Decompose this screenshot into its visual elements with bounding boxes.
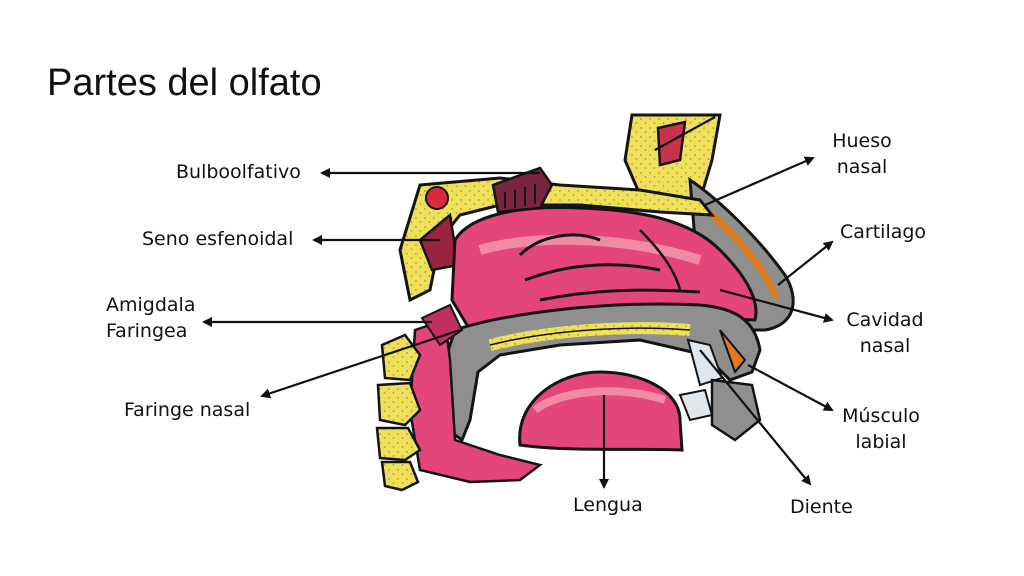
label-amigdala-faringea: Amigdala Faringea (106, 292, 195, 344)
label-cartilago: Cartilago (840, 221, 927, 243)
tongue (518, 370, 684, 452)
cranial-bone (623, 113, 722, 202)
label-hueso-line2: nasal (836, 156, 888, 178)
label-bulbo-olfativo: Bulboolfativo (176, 161, 301, 183)
pharynx (408, 303, 543, 484)
annotation-arrows (202, 116, 834, 489)
hard-palate (443, 302, 762, 443)
label-hueso-line1: Hueso (832, 130, 892, 152)
teeth-and-lip (678, 338, 762, 442)
label-amigdala-line2: Faringea (106, 320, 188, 342)
olfactory-bulb (491, 166, 554, 214)
cervical-vertebrae (375, 333, 422, 492)
label-amigdala-line1: Amigdala (106, 294, 196, 316)
label-musculo-line2: labial (855, 431, 907, 453)
arrow-diente (699, 349, 812, 486)
label-cavidad-line2: nasal (859, 335, 911, 357)
arrow-cavidad (719, 288, 834, 323)
arrow-faringe (260, 328, 461, 399)
label-hueso-nasal: Hueso nasal (830, 128, 894, 180)
label-faringe-nasal: Faringe nasal (124, 399, 251, 421)
page-title: Partes del olfato (47, 62, 322, 104)
label-cavidad-line1: Cavidad (846, 309, 924, 331)
label-musculo-line1: Músculo (842, 405, 920, 427)
label-cavidad-nasal: Cavidad nasal (842, 307, 928, 359)
label-musculo-labial: Músculo labial (836, 403, 926, 455)
arrow-top (654, 116, 716, 151)
label-lengua: Lengua (573, 494, 643, 516)
nasal-cavity-mucosa (450, 206, 758, 332)
label-diente: Diente (790, 496, 853, 518)
arrow-hueso (704, 156, 815, 207)
label-seno-esfenoidal: Seno esfenoidal (142, 228, 294, 250)
arrow-cartilago (777, 240, 834, 286)
arrow-musculo (747, 364, 834, 411)
